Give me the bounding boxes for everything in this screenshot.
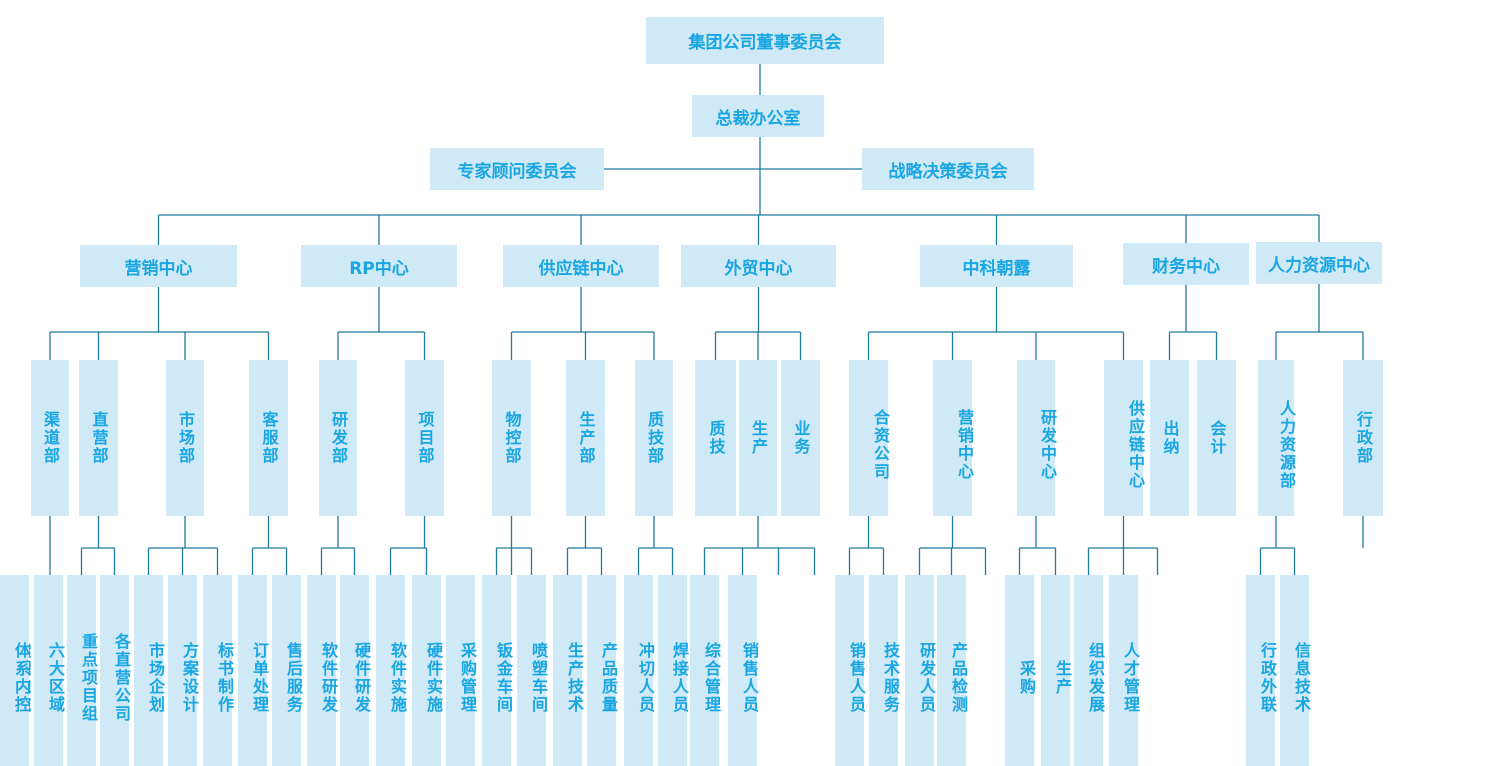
- sub-unit-box: 组织发展: [1074, 575, 1105, 766]
- center-box: RP中心: [301, 245, 457, 287]
- center-box: 人力资源中心: [1256, 242, 1382, 284]
- department-box: 市场部: [166, 360, 204, 516]
- sub-unit-box: 采购管理: [446, 575, 477, 766]
- department-box: 生产部: [566, 360, 605, 516]
- department-box: 物控部: [492, 360, 531, 516]
- sub-unit-box: 喷塑车间: [517, 575, 548, 766]
- sub-unit-box: 体系内控: [0, 575, 31, 766]
- sub-unit-box: 生产技术: [553, 575, 584, 766]
- sub-unit-box: 人才管理: [1109, 575, 1140, 766]
- sub-unit-box: 销售人员: [728, 575, 759, 766]
- sub-unit-box: 方案设计: [168, 575, 199, 766]
- sub-unit-box: 产品质量: [587, 575, 618, 766]
- sub-unit-box: 软件实施: [376, 575, 407, 766]
- board-box: 集团公司董事委员会: [646, 17, 884, 64]
- sub-unit-box: 采购: [1005, 575, 1036, 766]
- department-box: 行政部: [1343, 360, 1383, 516]
- sub-unit-box: 售后服务: [272, 575, 303, 766]
- department-box: 营销中心: [933, 360, 974, 516]
- sub-unit-box: 研发人员: [905, 575, 936, 766]
- center-box: 供应链中心: [503, 245, 659, 287]
- department-box: 合资公司: [849, 360, 890, 516]
- president-office-box: 总裁办公室: [692, 95, 824, 137]
- sub-unit-box: 冲切人员: [624, 575, 655, 766]
- sub-unit-box: 订单处理: [238, 575, 269, 766]
- department-box: 生产: [739, 360, 777, 516]
- sub-unit-box: 市场企划: [134, 575, 165, 766]
- department-box: 研发中心: [1017, 360, 1057, 516]
- department-box: 会计: [1197, 360, 1236, 516]
- center-box: 财务中心: [1123, 243, 1249, 285]
- sub-unit-box: 软件研发: [307, 575, 338, 766]
- sub-unit-box: 钣金车间: [482, 575, 513, 766]
- department-box: 出纳: [1150, 360, 1189, 516]
- sub-unit-box: 六大区域: [34, 575, 65, 766]
- strategy-committee-box: 战略决策委员会: [862, 148, 1034, 190]
- sub-unit-box: 信息技术: [1280, 575, 1311, 766]
- center-box: 营销中心: [80, 245, 237, 287]
- department-box: 人力资源部: [1258, 360, 1296, 516]
- center-box: 中科朝露: [920, 245, 1073, 287]
- sub-unit-box: 销售人员: [835, 575, 866, 766]
- sub-unit-box: 各直营公司: [100, 575, 131, 766]
- department-box: 项目部: [405, 360, 444, 516]
- sub-unit-box: 产品检测: [937, 575, 968, 766]
- expert-committee-box: 专家顾问委员会: [430, 148, 604, 190]
- sub-unit-box: 重点项目组: [67, 575, 98, 766]
- sub-unit-box: 焊接人员: [658, 575, 689, 766]
- sub-unit-box: 技术服务: [869, 575, 900, 766]
- sub-unit-box: 生产: [1041, 575, 1072, 766]
- sub-unit-box: 标书制作: [203, 575, 234, 766]
- department-box: 供应链中心: [1104, 360, 1145, 516]
- sub-unit-box: 硬件研发: [340, 575, 371, 766]
- sub-unit-box: 硬件实施: [412, 575, 443, 766]
- department-box: 直营部: [79, 360, 118, 516]
- department-box: 质技: [695, 360, 736, 516]
- sub-unit-box: 行政外联: [1246, 575, 1277, 766]
- department-box: 业务: [781, 360, 820, 516]
- department-box: 渠道部: [31, 360, 69, 516]
- department-box: 研发部: [319, 360, 357, 516]
- department-box: 质技部: [635, 360, 673, 516]
- sub-unit-box: 综合管理: [690, 575, 721, 766]
- center-box: 外贸中心: [681, 245, 836, 287]
- department-box: 客服部: [249, 360, 288, 516]
